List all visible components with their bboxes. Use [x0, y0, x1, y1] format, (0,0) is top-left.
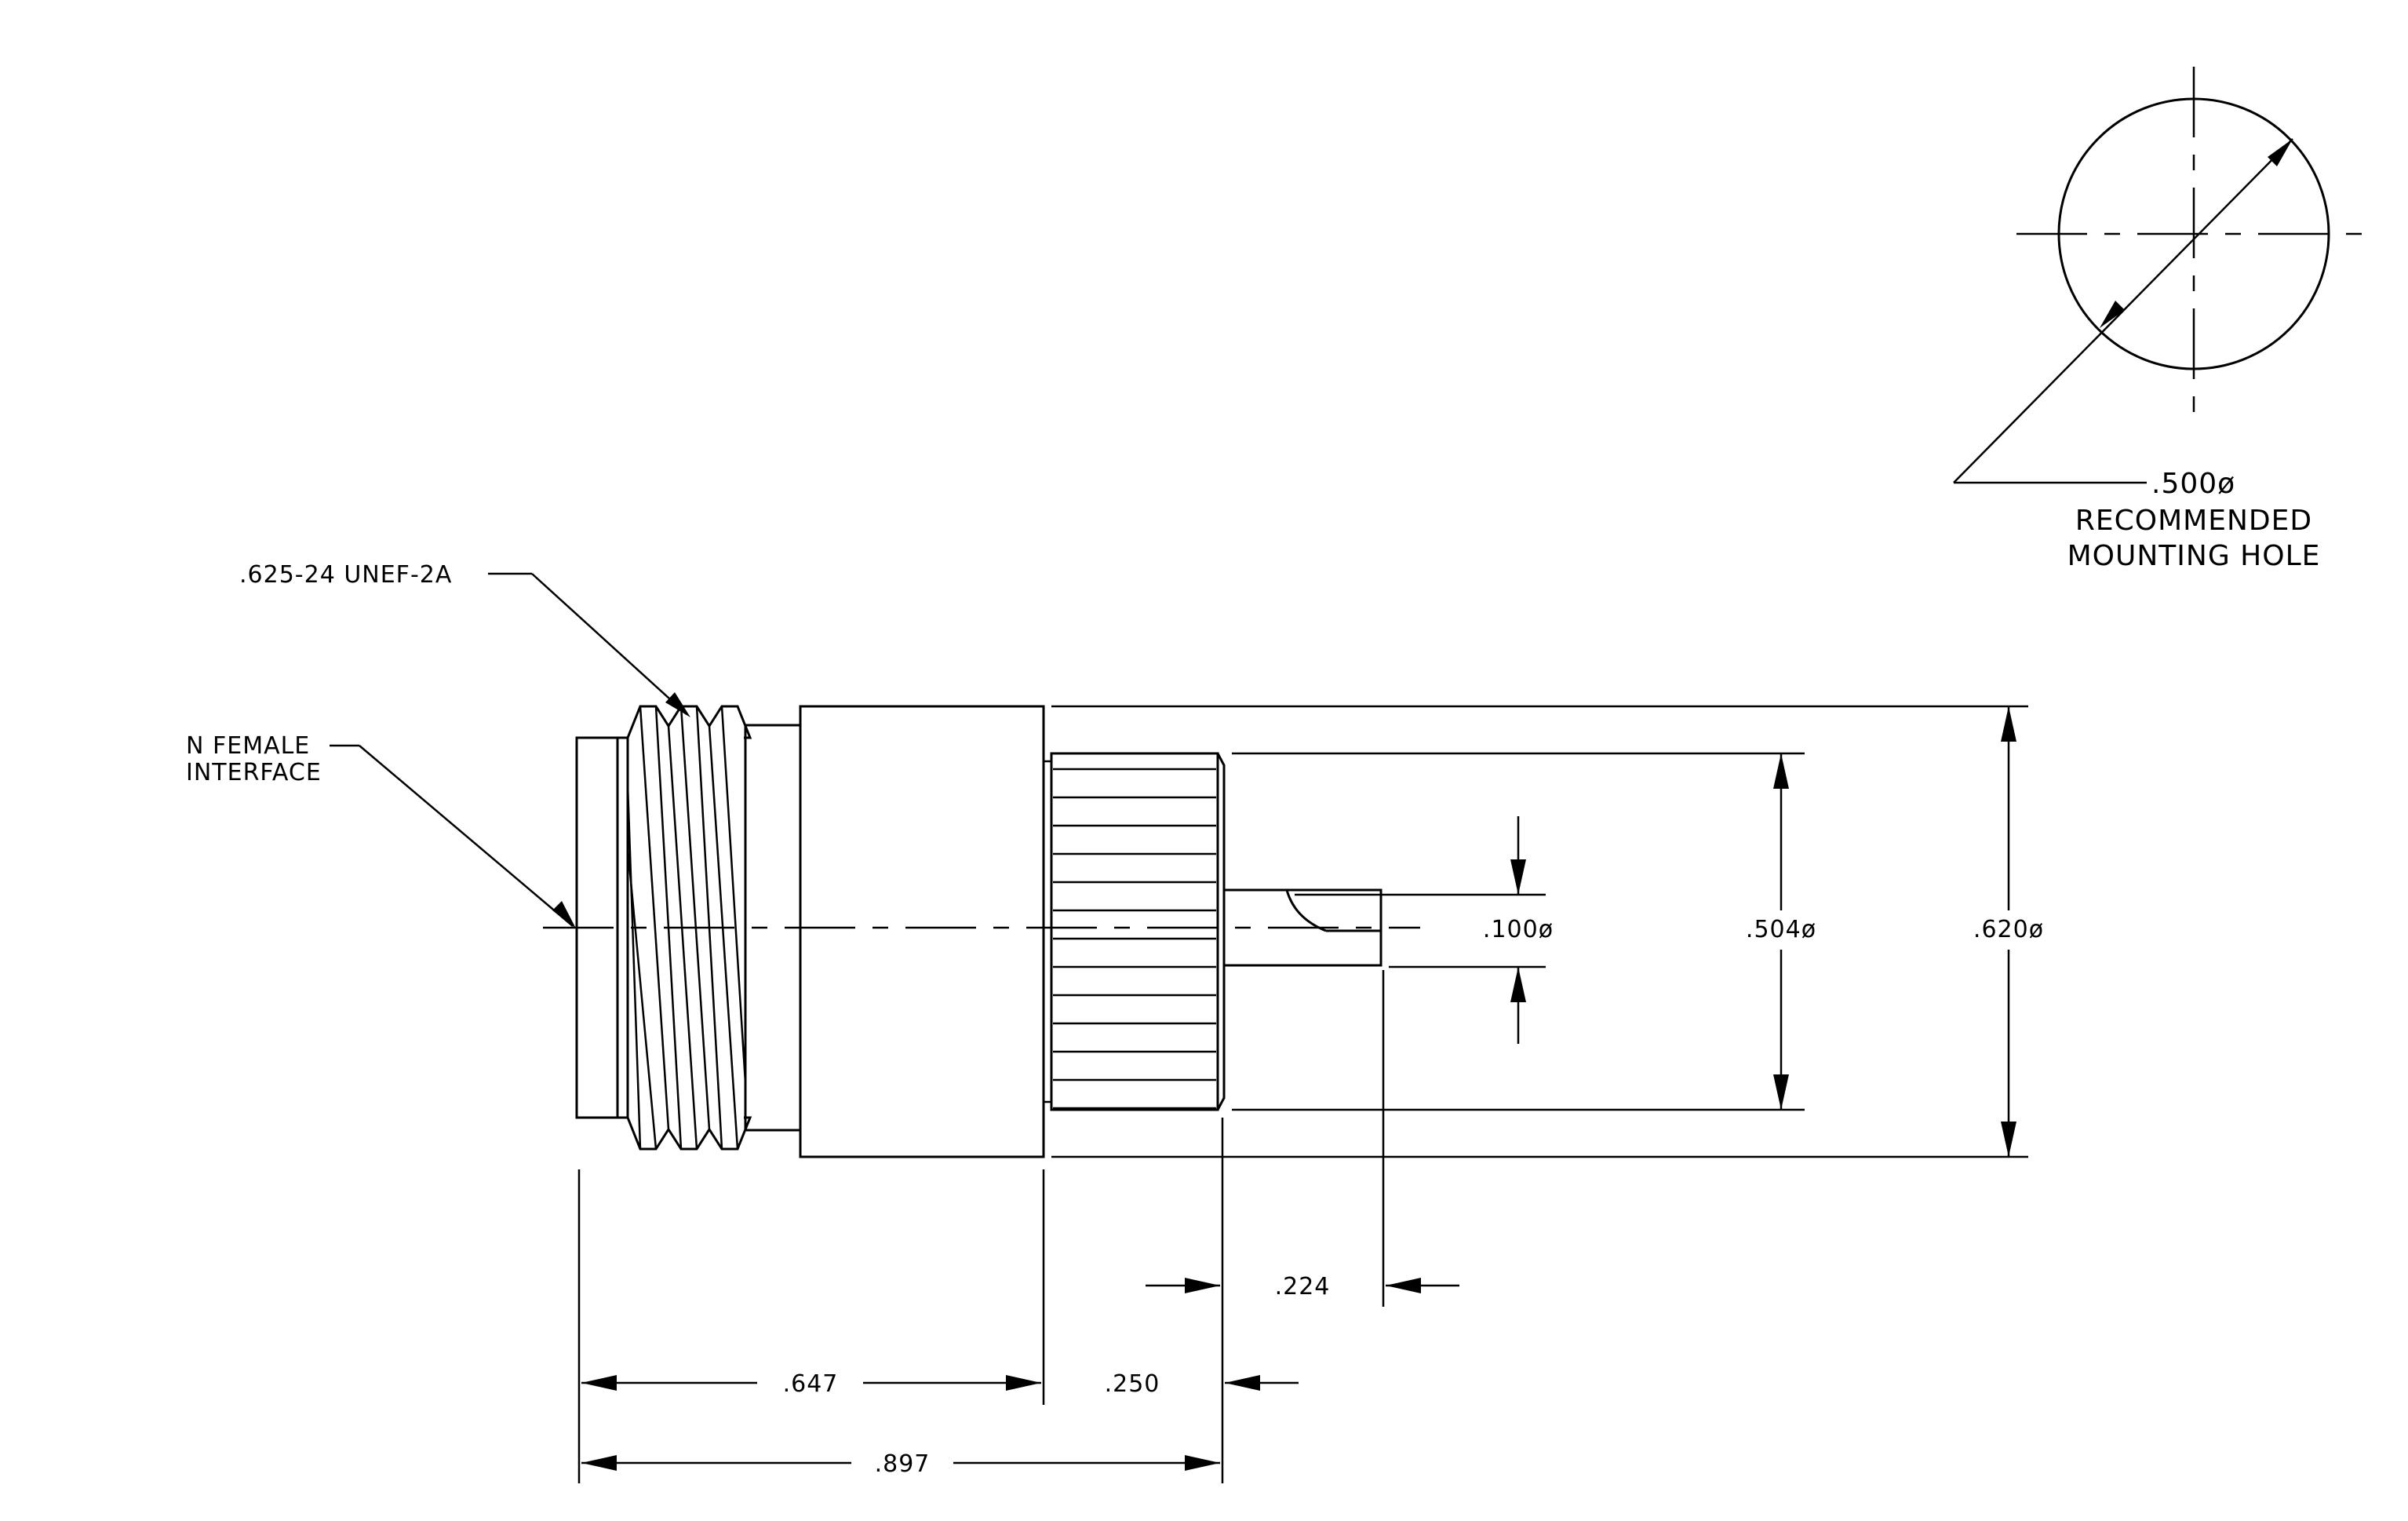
arrow — [1006, 1375, 1041, 1391]
arrow — [581, 1375, 617, 1391]
dim-body-diameter: .620ø — [1051, 705, 2044, 1158]
thread-leader-arrow — [665, 692, 690, 717]
thread-line — [720, 706, 747, 1084]
knurl-diameter-label: .504ø — [1746, 916, 1816, 943]
thread-line — [708, 725, 739, 1150]
dim-front-length: .647 — [581, 1370, 1041, 1398]
hole-dia-arrow-top — [2268, 139, 2293, 166]
dim-pin-length: .224 — [1146, 1273, 1459, 1300]
pin-diameter-label: .100ø — [1483, 916, 1554, 943]
dim-knurl-diameter: .504ø — [1232, 752, 1816, 1111]
arrow — [1773, 1074, 1789, 1110]
arrow — [1386, 1278, 1421, 1293]
interface-leader-arrow — [552, 901, 576, 928]
thread-callout: .625-24 UNEF-2A — [239, 561, 690, 717]
pin-tip-curve — [1285, 889, 1327, 932]
interface-label-line1: N FEMALE — [186, 732, 310, 760]
arrow — [1773, 753, 1789, 789]
interface-callout: N FEMALE INTERFACE — [186, 732, 576, 928]
thread-line — [626, 847, 658, 1150]
length-extension-lines — [577, 970, 1385, 1483]
pin-length-label: .224 — [1275, 1273, 1331, 1300]
thread-crest-bottom — [617, 1116, 752, 1151]
hole-dia-arrow-bottom — [2100, 301, 2125, 328]
mounting-hole-view: .500ø RECOMMENDED MOUNTING HOLE — [1953, 67, 2377, 572]
arrow — [1225, 1375, 1260, 1391]
thread-line — [667, 725, 698, 1150]
main-body — [799, 705, 1045, 1158]
thread-line — [654, 706, 683, 1150]
knurl-outline — [1050, 752, 1219, 1111]
arrow — [1510, 967, 1526, 1002]
arrow — [2001, 706, 2016, 742]
arrow — [1185, 1455, 1220, 1471]
interface-leader — [359, 745, 574, 927]
knurl-lines — [1053, 768, 1216, 1110]
thread-spec-label: .625-24 UNEF-2A — [239, 561, 452, 589]
body-diameter-label: .620ø — [1973, 916, 2044, 943]
dim-pin-diameter: .100ø — [1295, 816, 1554, 1044]
arrow — [1510, 859, 1526, 895]
arrow — [2001, 1122, 2016, 1157]
rear-length-label: .250 — [1105, 1370, 1160, 1398]
front-length-label: .647 — [783, 1370, 839, 1398]
overall-length-label: .897 — [875, 1450, 931, 1478]
knurled-section — [1042, 752, 1226, 1111]
dim-overall-length: .897 — [581, 1450, 1220, 1478]
connector-side-view — [543, 705, 1420, 1158]
thread-line — [639, 706, 670, 1130]
arrow — [581, 1455, 617, 1471]
thread-leader — [531, 573, 687, 715]
rear-post — [1222, 888, 1383, 967]
thread-line — [679, 706, 711, 1130]
knurl-left-shoulder — [1042, 760, 1053, 1103]
thread-section — [617, 705, 752, 1151]
thread-line — [626, 784, 642, 1150]
arrow — [1185, 1278, 1220, 1293]
dim-rear-length: .250 — [1105, 1370, 1299, 1398]
hole-note-line2: MOUNTING HOLE — [2067, 540, 2321, 572]
hole-note-line1: RECOMMENDED — [2075, 505, 2312, 537]
thread-crest-top — [617, 705, 752, 739]
interface-label-line2: INTERFACE — [186, 759, 322, 786]
hole-diameter-label: .500ø — [2151, 468, 2235, 500]
front-lip — [575, 736, 619, 1119]
thread-line — [695, 706, 723, 1150]
